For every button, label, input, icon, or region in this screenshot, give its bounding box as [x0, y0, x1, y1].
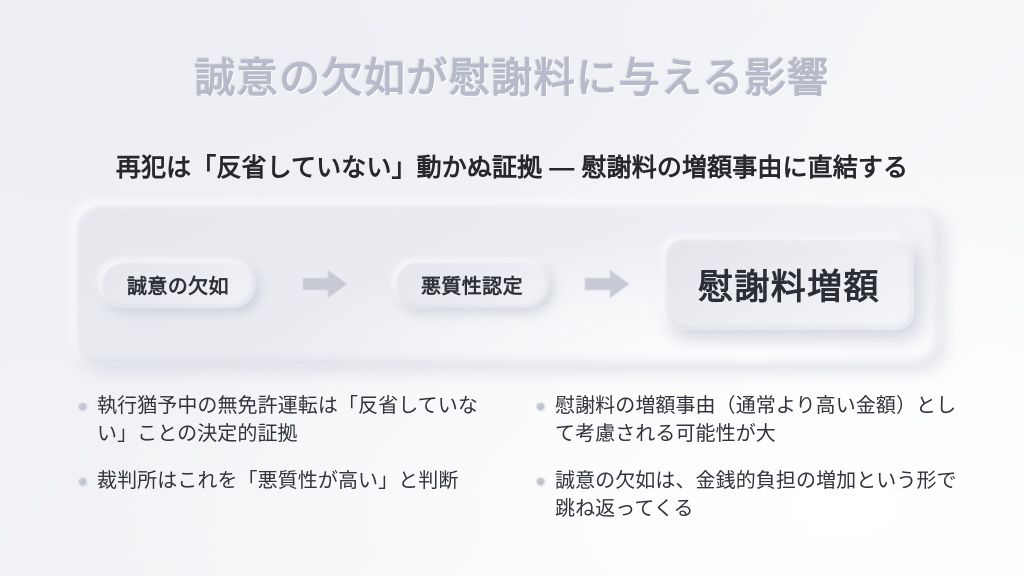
bullet-column-right: 慰謝料の増額事由（通常より高い金額）として考慮される可能性が大 誠意の欠如は、金…: [536, 392, 958, 542]
list-item: 慰謝料の増額事由（通常より高い金額）として考慮される可能性が大: [536, 392, 958, 449]
bullet-column-left: 執行猶予中の無免許運転は「反省していない」ことの決定的証拠 裁判所はこれを「悪質…: [78, 392, 500, 542]
arrow-right-icon: [294, 268, 356, 300]
flow-step-1: 誠意の欠如: [99, 260, 256, 308]
list-item: 裁判所はこれを「悪質性が高い」と判断: [78, 467, 500, 495]
list-item: 執行猶予中の無免許運転は「反省していない」ことの決定的証拠: [78, 392, 500, 449]
bullet-dot-icon: [78, 476, 86, 485]
page-subtitle: 再犯は「反省していない」動かぬ証拠 — 慰謝料の増額事由に直結する: [115, 154, 909, 182]
list-item: 誠意の欠如は、金銭的負担の増加という形で跳ね返ってくる: [536, 467, 958, 524]
bullet-section: 執行猶予中の無免許運転は「反省していない」ことの決定的証拠 裁判所はこれを「悪質…: [78, 392, 958, 542]
list-item-label: 裁判所はこれを「悪質性が高い」と判断: [97, 469, 459, 492]
flow-step-2: 悪質性認定: [393, 260, 550, 308]
list-item-label: 誠意の欠如は、金銭的負担の増加という形で跳ね返ってくる: [555, 469, 957, 521]
list-item-label: 執行猶予中の無免許運転は「反省していない」ことの決定的証拠: [97, 395, 478, 446]
arrow-right-icon-2: [576, 268, 638, 300]
bullet-dot-icon: [536, 402, 544, 410]
list-item-label: 慰謝料の増額事由（通常より高い金額）として考慮される可能性が大: [555, 395, 957, 446]
bullet-dot-icon: [78, 402, 86, 410]
bullet-dot-icon: [536, 476, 544, 485]
page-title: 誠意の欠如が慰謝料に与える影響: [194, 55, 830, 101]
flow-diagram-panel: 誠意の欠如 悪質性認定 慰謝料増額: [74, 203, 940, 365]
flow-step-3-final: 慰謝料増額: [663, 238, 914, 330]
flow-diagram-row: 誠意の欠如 悪質性認定 慰謝料増額: [74, 203, 940, 365]
